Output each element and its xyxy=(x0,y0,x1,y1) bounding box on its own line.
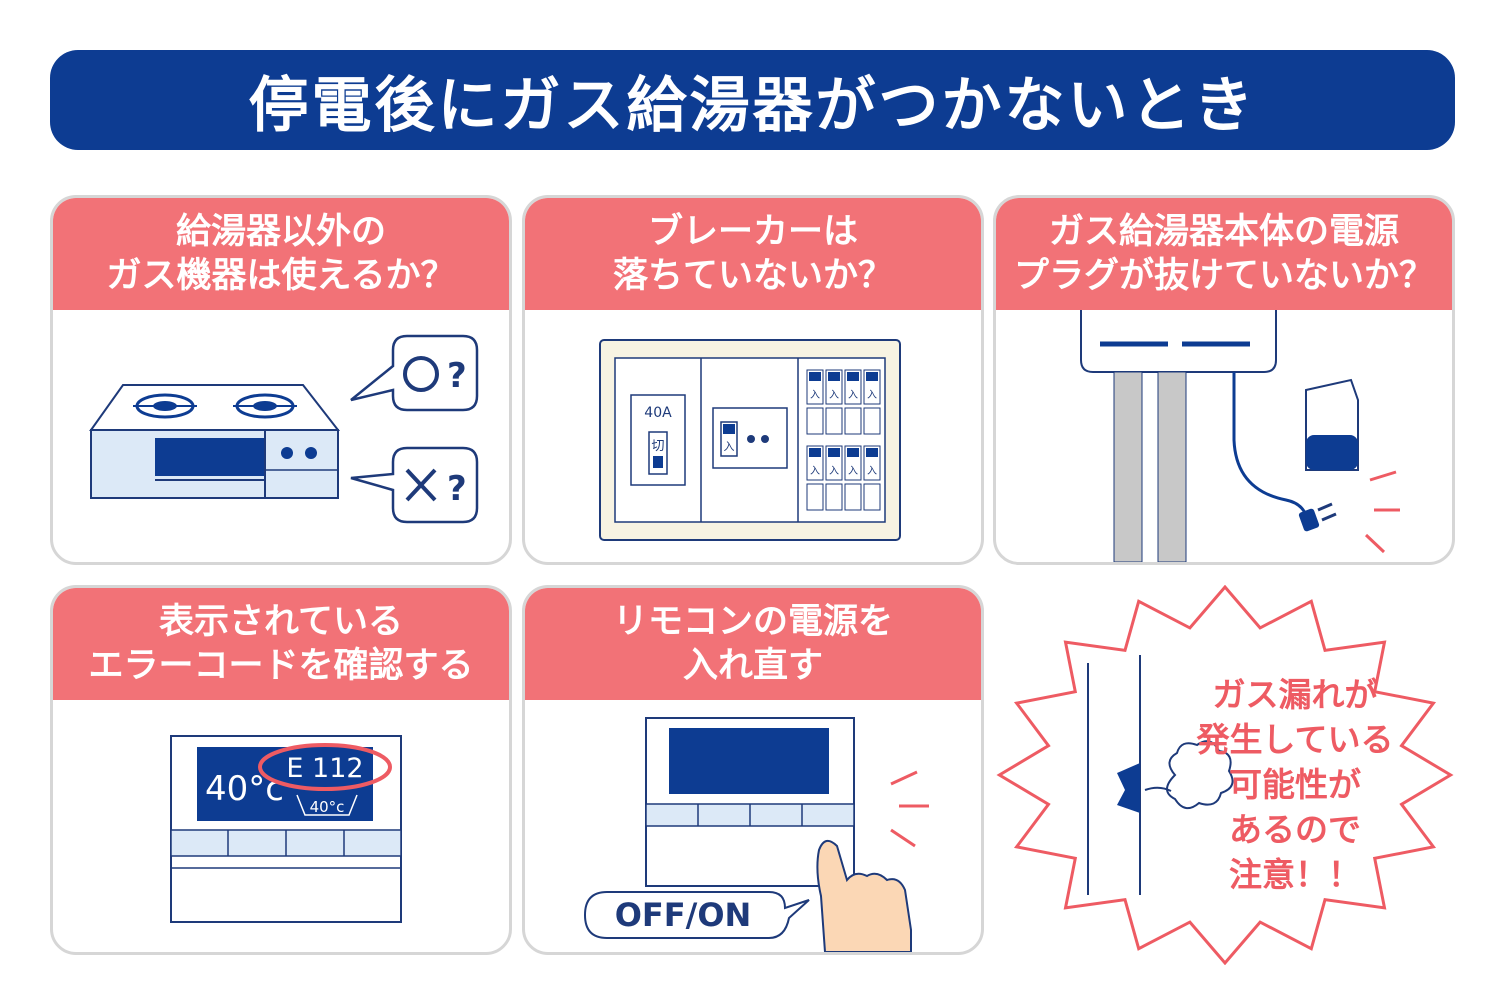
svg-text:入: 入 xyxy=(829,466,839,477)
svg-text:入: 入 xyxy=(867,466,877,477)
stove-illustration: ? ? xyxy=(89,334,479,524)
sub-temperature: 40°c xyxy=(310,798,345,816)
title-banner: 停電後にガス給湯器がつかないとき xyxy=(50,50,1455,150)
remote-power-illustration: OFF/ON xyxy=(583,717,929,952)
offon-speech-bubble: OFF/ON xyxy=(583,891,810,939)
grill-window xyxy=(155,438,265,476)
card-header: ガス給湯器本体の電源 プラグが抜けていないか？ xyxy=(996,198,1452,310)
card-illustration xyxy=(996,310,1452,562)
card-title-line1: 表示されている xyxy=(159,602,403,642)
unplugged-plug-icon xyxy=(1298,502,1337,532)
water-heater-unit xyxy=(1080,310,1277,373)
crack-icon xyxy=(1117,763,1140,813)
knob-icon xyxy=(281,447,293,459)
offon-label: OFF/ON xyxy=(615,896,752,934)
speech-bubble-ng: ? xyxy=(350,446,479,524)
temperature-display: 40°c xyxy=(205,769,284,809)
svg-text:入: 入 xyxy=(724,440,735,453)
card-power-plug: ガス給湯器本体の電源 プラグが抜けていないか？ xyxy=(993,195,1455,565)
breaker-off-label: 切 xyxy=(651,439,664,454)
water-heater-plug-illustration xyxy=(1080,310,1400,562)
svg-text:入: 入 xyxy=(848,390,858,401)
card-title-line2: 入れ直す xyxy=(682,646,823,686)
warning-line: 注意！！ xyxy=(1229,855,1361,894)
card-header: リモコンの電源を 入れ直す xyxy=(525,588,981,700)
warning-line: 発生している xyxy=(1196,720,1394,759)
pointing-hand-icon xyxy=(816,839,912,952)
card-error-code: 表示されている エラーコードを確認する 40°c E 112 40°c xyxy=(50,585,512,955)
highlight-circle xyxy=(258,743,392,791)
power-cord xyxy=(1232,372,1308,516)
alert-lines xyxy=(1364,470,1400,554)
card-header: 表示されている エラーコードを確認する xyxy=(53,588,509,700)
svg-text:入: 入 xyxy=(810,390,820,401)
card-header: 給湯器以外の ガス機器は使えるか？ xyxy=(53,198,509,310)
card-title-line1: ガス給湯器本体の電源 xyxy=(1048,212,1399,252)
svg-text:入: 入 xyxy=(829,390,839,401)
svg-text:?: ? xyxy=(447,469,467,509)
svg-text:?: ? xyxy=(447,356,467,396)
card-title-line1: リモコンの電源を xyxy=(612,602,893,642)
warning-starburst xyxy=(996,585,1454,965)
stove-top xyxy=(89,384,341,431)
alert-lines xyxy=(890,770,929,848)
pipe xyxy=(1113,371,1143,562)
warning-line: ガス漏れが xyxy=(1212,675,1378,714)
branch-breakers-top: 入 入 入 入 xyxy=(806,369,881,435)
card-title-line1: 給湯器以外の xyxy=(175,212,386,252)
card-title-line2: プラグが抜けていないか？ xyxy=(1013,256,1434,296)
gas-cloud-icon xyxy=(1144,740,1234,810)
card-illustration: 40°c E 112 40°c xyxy=(53,700,509,952)
pipe xyxy=(1157,371,1187,562)
card-header: ブレーカーは 落ちていないか？ xyxy=(525,198,981,310)
burner-left-icon xyxy=(133,393,197,419)
burner-right-icon xyxy=(233,393,297,419)
error-code: E 112 xyxy=(286,753,363,784)
breaker-panel-illustration: 40A 切 入 入 入 入 入 入 入 入 xyxy=(599,339,901,541)
warning-line: あるので xyxy=(1229,810,1361,849)
warning-line: 可能性が xyxy=(1229,765,1361,804)
card-title-line2: エラーコードを確認する xyxy=(88,646,474,686)
card-remote-reset: リモコンの電源を 入れ直す OFF/ON xyxy=(522,585,984,955)
svg-text:入: 入 xyxy=(867,390,877,401)
card-illustration: ? ? xyxy=(53,310,509,562)
card-title-line1: ブレーカーは xyxy=(647,212,858,252)
circle-mark-icon xyxy=(403,356,439,392)
page-title: 停電後にガス給湯器がつかないとき xyxy=(248,70,1257,141)
svg-text:入: 入 xyxy=(810,466,820,477)
card-other-appliances: 給湯器以外の ガス機器は使えるか？ xyxy=(50,195,512,565)
speech-bubble-ok: ? xyxy=(350,334,479,412)
branch-breakers-bottom: 入 入 入 入 xyxy=(806,445,881,511)
outlet-icon xyxy=(1305,378,1359,471)
card-breaker: ブレーカーは 落ちていないか？ 40A 切 入 入 入 入 xyxy=(522,195,984,565)
remote-screen xyxy=(669,728,829,794)
warning-text: ガス漏れが 発生している 可能性が あるので 注意！！ xyxy=(1170,672,1420,897)
card-title-line2: ガス機器は使えるか？ xyxy=(106,256,456,296)
card-illustration: 40A 切 入 入 入 入 入 入 入 入 xyxy=(525,310,981,562)
svg-text:入: 入 xyxy=(848,466,858,477)
remote-display-illustration: 40°c E 112 40°c xyxy=(170,735,402,923)
breaker-rating: 40A xyxy=(644,405,672,421)
card-title-line2: 落ちていないか？ xyxy=(612,256,893,296)
knob-icon xyxy=(305,447,317,459)
card-illustration: OFF/ON xyxy=(525,700,981,952)
